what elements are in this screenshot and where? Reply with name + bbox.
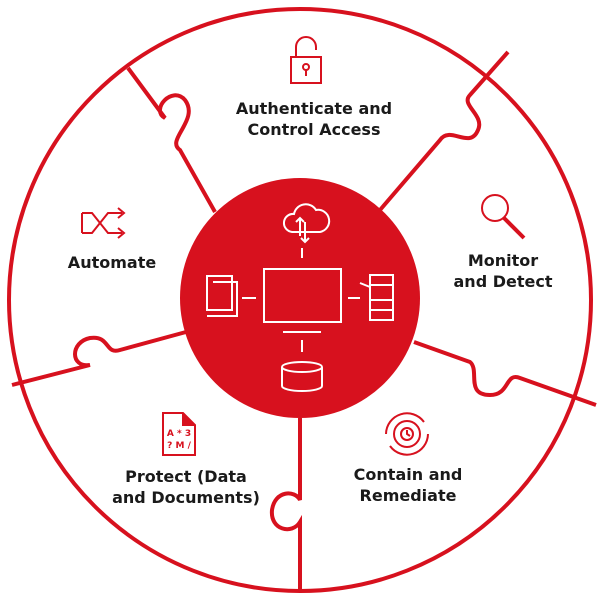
segment-label-line1: Monitor — [467, 251, 539, 270]
divider-upper-right — [378, 50, 510, 212]
padlock-open-icon — [290, 36, 322, 84]
segment-label-line1: Authenticate and — [235, 99, 393, 118]
doc-cipher-line1: A * 3 — [167, 429, 191, 439]
magnifier-icon — [481, 194, 526, 240]
divider-bottom — [269, 418, 302, 592]
segment-label-line2: and Detect — [453, 272, 553, 291]
segment-automate: Automate — [68, 252, 156, 273]
shuffle-arrows-icon — [81, 207, 126, 239]
segment-label-line1: Contain and — [353, 465, 463, 484]
divider-right — [413, 340, 597, 407]
segment-label-line1: Protect (Data — [125, 467, 247, 486]
segment-label-line2: Control Access — [247, 120, 381, 139]
center-hub — [180, 178, 420, 418]
documents-icon — [206, 275, 256, 317]
encrypted-document-icon — [162, 412, 196, 456]
printer-icon — [348, 274, 394, 321]
database-icon — [281, 361, 323, 392]
monitor-icon — [263, 268, 342, 352]
doc-cipher-line2: ? M / — [167, 441, 191, 451]
gear-clock-icon — [385, 412, 429, 456]
segment-protect: Protect (Data and Documents) — [112, 466, 260, 508]
segment-label-line1: Automate — [67, 253, 157, 272]
segment-label-line2: and Documents) — [112, 488, 260, 507]
divider-left — [11, 330, 187, 387]
segment-monitor: Monitor and Detect — [454, 250, 553, 292]
cloud-sync-icon — [283, 203, 331, 258]
segment-label-line2: Remediate — [359, 486, 457, 505]
divider-upper-left — [126, 66, 217, 213]
segment-contain: Contain and Remediate — [354, 464, 463, 506]
segment-authenticate: Authenticate and Control Access — [236, 98, 392, 140]
